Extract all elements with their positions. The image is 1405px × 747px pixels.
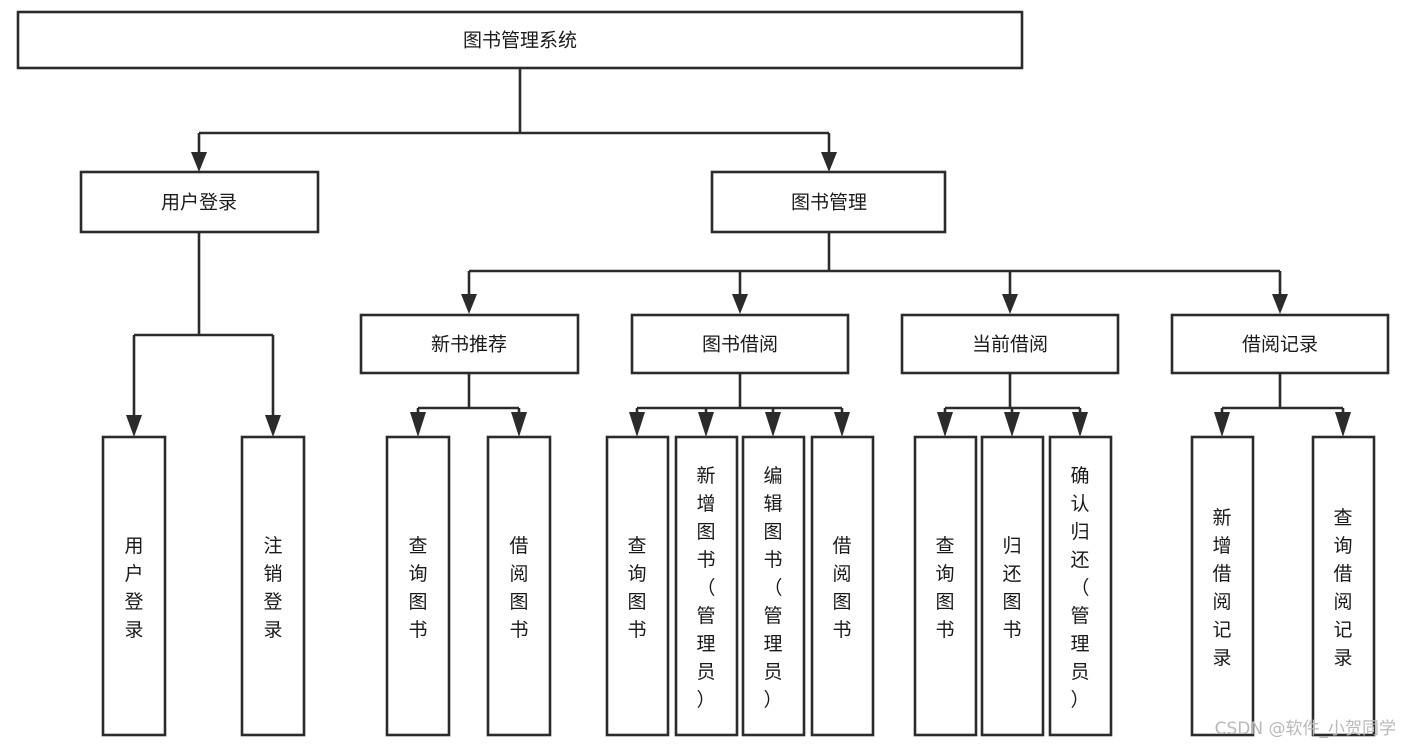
arrow-head-book-mgmt: [821, 152, 837, 172]
connector-group-book-mgmt: [461, 232, 1288, 314]
arrow-head-new-book: [461, 294, 477, 314]
node-current-borrow-box[interactable]: [900, 313, 1120, 375]
leaf-current-borrow-query-label: 查询图书: [935, 535, 954, 641]
arrow-head-current-borrow-leaf-1: [937, 412, 953, 437]
leaf-user-login-login[interactable]: 用户登录: [101, 435, 167, 737]
leaf-user-login-logout-box[interactable]: [240, 435, 306, 737]
arrow-head-borrow-record: [1272, 294, 1288, 314]
node-borrow-record[interactable]: 借阅记录: [1170, 313, 1390, 375]
arrow-head-book-borrow-leaf-1: [629, 412, 645, 437]
node-book-management-box[interactable]: [710, 170, 947, 234]
node-root-system-label: 图书管理系统: [463, 30, 577, 52]
node-root-system[interactable]: 图书管理系统: [16, 10, 1024, 70]
arrow-head-book-borrow-leaf-4: [834, 412, 850, 437]
node-book-management-label: 图书管理: [791, 192, 867, 214]
connector-group-book-borrow: [629, 373, 850, 437]
arrow-head-current-borrow-leaf-2: [1004, 412, 1020, 437]
arrow-head-borrow-record-leaf-1: [1214, 412, 1230, 437]
leaf-current-borrow-query-box[interactable]: [913, 435, 978, 737]
node-book-borrow[interactable]: 图书借阅: [630, 313, 850, 375]
node-new-book-recommend[interactable]: 新书推荐: [359, 313, 580, 375]
leaf-new-book-query[interactable]: 查询图书: [385, 435, 451, 737]
leaf-book-borrow-add-box[interactable]: [674, 435, 739, 737]
connector-group-user-login: [126, 232, 281, 437]
node-user-login-box[interactable]: [79, 170, 320, 234]
arrow-head-current-borrow-leaf-3: [1072, 412, 1088, 437]
leaf-book-borrow-borrow-label: 借阅图书: [832, 535, 851, 641]
leaf-book-borrow-edit-box[interactable]: [741, 435, 806, 737]
arrow-head-borrow-record-leaf-2: [1335, 412, 1351, 437]
leaf-book-borrow-query[interactable]: 查询图书: [605, 435, 670, 737]
leaf-current-borrow-return[interactable]: 归还图书: [980, 435, 1045, 737]
node-current-borrow-label: 当前借阅: [972, 334, 1048, 356]
arrow-head-new-book-leaf-2: [511, 412, 527, 437]
node-root-system-box[interactable]: [16, 10, 1024, 70]
leaf-new-book-borrow[interactable]: 借阅图书: [486, 435, 552, 737]
arrow-head-leaf-logout: [265, 415, 281, 437]
leaf-borrow-record-add-label: 新增借阅记录: [1212, 507, 1231, 669]
leaf-book-borrow-borrow[interactable]: 借阅图书: [810, 435, 875, 737]
node-borrow-record-box[interactable]: [1170, 313, 1390, 375]
arrow-head-leaf-user-login: [126, 415, 142, 437]
leaf-book-borrow-edit-label: 编辑图书（管理员）: [763, 465, 782, 711]
arrow-head-user-login: [191, 152, 207, 172]
arrow-head-new-book-leaf-1: [410, 412, 426, 437]
connector-group-current-borrow: [937, 373, 1088, 437]
leaf-borrow-record-query-box[interactable]: [1311, 435, 1376, 737]
leaf-user-login-login-label: 用户登录: [124, 535, 143, 641]
arrow-head-book-borrow-leaf-3: [765, 412, 781, 437]
leaf-current-borrow-confirm-box[interactable]: [1048, 435, 1113, 737]
leaf-book-borrow-query-box[interactable]: [605, 435, 670, 737]
node-book-borrow-label: 图书借阅: [702, 334, 778, 356]
leaf-borrow-record-add-box[interactable]: [1190, 435, 1255, 737]
leaf-borrow-record-query-label: 查询借阅记录: [1333, 507, 1352, 669]
leaf-book-borrow-add[interactable]: 新增图书（管理员）: [674, 435, 739, 737]
node-book-borrow-box[interactable]: [630, 313, 850, 375]
leaf-book-borrow-add-label: 新增图书（管理员）: [696, 465, 715, 711]
leaf-new-book-query-label: 查询图书: [408, 535, 427, 641]
arrow-head-book-borrow: [732, 294, 748, 314]
node-user-login[interactable]: 用户登录: [79, 170, 320, 234]
leaf-current-borrow-confirm[interactable]: 确认归还（管理员）: [1048, 435, 1113, 737]
leaf-current-borrow-query[interactable]: 查询图书: [913, 435, 978, 737]
watermark-label: CSDN @软件_小贺同学: [1215, 719, 1396, 739]
node-borrow-record-label: 借阅记录: [1242, 334, 1318, 356]
leaf-book-borrow-borrow-box[interactable]: [810, 435, 875, 737]
connector-group-new-book: [410, 373, 527, 437]
connector-group-root: [191, 68, 837, 172]
leaf-current-borrow-return-box[interactable]: [980, 435, 1045, 737]
leaf-user-login-logout-label: 注销登录: [263, 535, 282, 641]
leaf-current-borrow-confirm-label: 确认归还（管理员）: [1070, 465, 1089, 711]
node-book-management[interactable]: 图书管理: [710, 170, 947, 234]
leaf-user-login-login-box[interactable]: [101, 435, 167, 737]
node-new-book-recommend-label: 新书推荐: [431, 334, 507, 356]
node-new-book-recommend-box[interactable]: [359, 313, 580, 375]
arrow-head-current-borrow: [1002, 294, 1018, 314]
leaf-user-login-logout[interactable]: 注销登录: [240, 435, 306, 737]
arrow-head-book-borrow-leaf-2: [698, 412, 714, 437]
node-user-login-label: 用户登录: [161, 192, 237, 214]
leaf-new-book-borrow-box[interactable]: [486, 435, 552, 737]
connector-group-borrow-record: [1214, 373, 1351, 437]
leaf-borrow-record-query[interactable]: 查询借阅记录: [1311, 435, 1376, 737]
leaf-new-book-query-box[interactable]: [385, 435, 451, 737]
leaf-book-borrow-edit[interactable]: 编辑图书（管理员）: [741, 435, 806, 737]
node-current-borrow[interactable]: 当前借阅: [900, 313, 1120, 375]
leaf-borrow-record-add[interactable]: 新增借阅记录: [1190, 435, 1255, 737]
leaf-book-borrow-query-label: 查询图书: [627, 535, 646, 641]
leaf-new-book-borrow-label: 借阅图书: [509, 535, 528, 641]
leaf-current-borrow-return-label: 归还图书: [1002, 535, 1021, 641]
